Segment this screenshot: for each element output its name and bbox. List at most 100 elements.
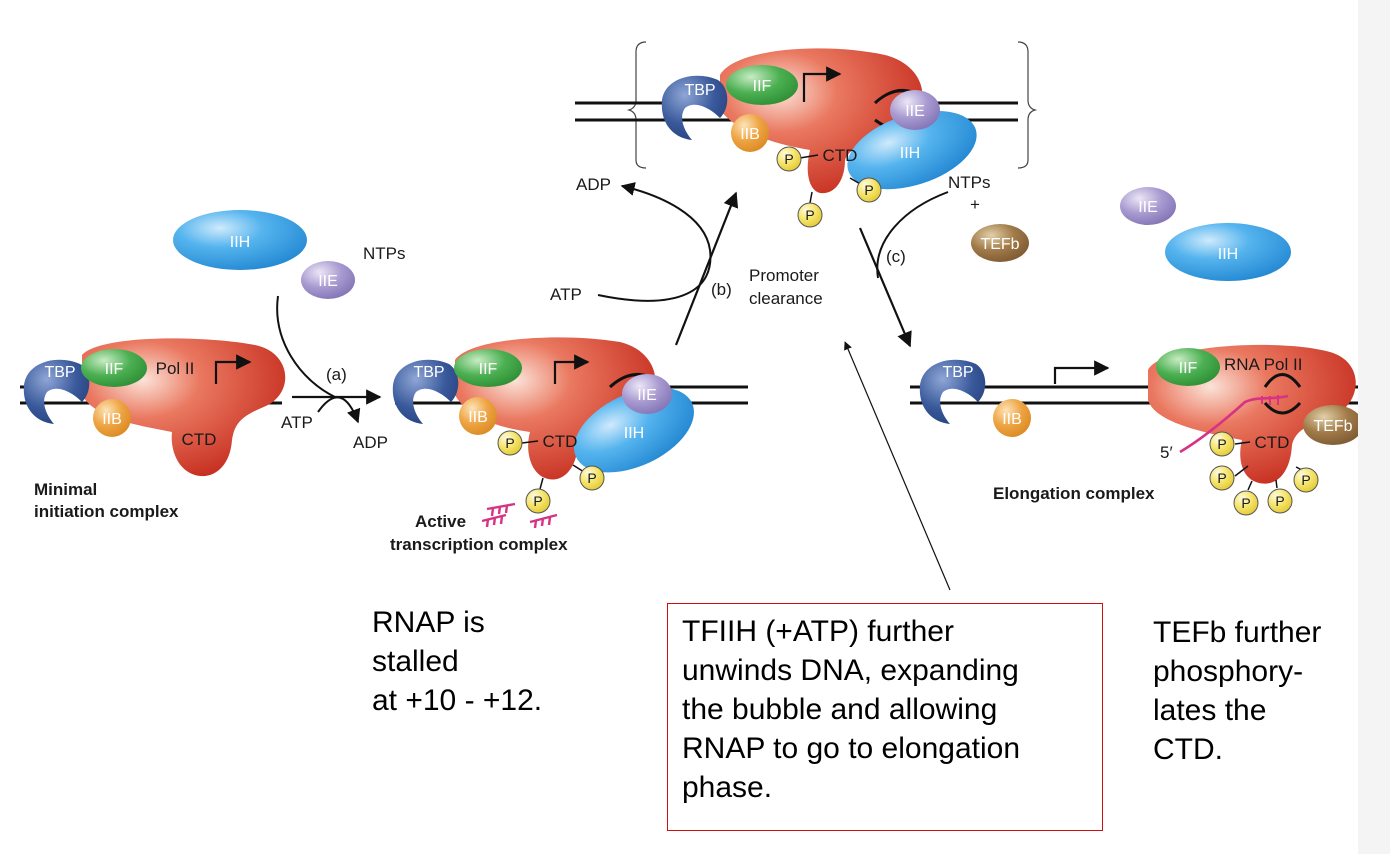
promoter-clearance-label: clearance [749, 289, 823, 308]
note-line: stalled [372, 645, 459, 678]
plus-label: + [970, 195, 980, 214]
phosphate-link [1275, 479, 1278, 489]
elongation-complex: TBP IIB IIF RNA Pol II 5′ TEFb CTD P P P… [910, 344, 1363, 516]
tfiie-protein [301, 261, 355, 299]
step-b-arrow [674, 191, 739, 346]
step-b-label: (b) [711, 280, 732, 299]
tefb-label: TEFb [1313, 418, 1352, 435]
bracket-right [1017, 41, 1038, 169]
tbp-protein [919, 359, 986, 424]
phosphate-link [809, 191, 813, 204]
tfiih-label: IIH [230, 234, 250, 251]
tfiif-protein [1156, 348, 1220, 386]
phosphate-link [539, 477, 544, 490]
tbp-label: TBP [413, 364, 444, 381]
tfiif-protein [454, 349, 522, 387]
bracket-left [626, 41, 647, 169]
elongation-complex-title: Elongation complex [993, 484, 1155, 503]
tfiih-label: IIH [624, 425, 644, 442]
phosphate-label: P [784, 151, 793, 167]
tbp-label: TBP [684, 82, 715, 99]
tefb-note: TEFb further phosphory- lates the CTD. [1153, 613, 1321, 769]
phosphate-group [497, 430, 523, 456]
phosphate-label: P [864, 182, 873, 198]
tfiif-label: IIF [479, 361, 498, 378]
phosphate-group [1209, 465, 1235, 491]
tfiib-label: IIB [468, 409, 488, 426]
ctd-label: CTD [823, 146, 858, 165]
nascent-rna [1179, 394, 1289, 454]
phosphate-group [856, 177, 882, 203]
pol2-label: Pol II [156, 359, 195, 378]
phosphate-group [797, 202, 823, 228]
minimal-complex-title: initiation complex [34, 502, 179, 521]
five-prime-label: 5′ [1160, 443, 1173, 462]
atp-adp-curve [597, 182, 712, 302]
tbp-protein [23, 359, 90, 424]
adp-label: ADP [576, 175, 611, 194]
tfiie-label: IIE [637, 387, 657, 404]
tfiif-protein [81, 349, 147, 387]
tfiif-protein [726, 65, 798, 105]
tfiib-label: IIB [102, 411, 122, 428]
ntps-label: NTPs [363, 244, 406, 263]
tfiie-label: IIE [905, 103, 925, 120]
dna-bubble [1263, 401, 1302, 415]
tfiie-protein [1120, 187, 1176, 225]
tefb-label: TEFb [980, 236, 1019, 253]
tfiie-protein [622, 374, 672, 414]
phosphate-group [1209, 431, 1235, 457]
ntps-label: NTPs [948, 173, 991, 192]
stalled-note: RNAP is stalled at +10 - +12. [372, 603, 542, 720]
tbp-protein [661, 75, 728, 140]
active-complex-title: transcription complex [390, 535, 568, 554]
note-line: CTD. [1153, 733, 1223, 766]
tbp-label: TBP [44, 364, 75, 381]
tfiif-label: IIF [753, 78, 772, 95]
ctd-label: CTD [1255, 433, 1290, 452]
transcription-start-arrow [553, 354, 590, 384]
ctd-label: CTD [543, 432, 578, 451]
note-line: phosphory- [1153, 655, 1304, 688]
phosphate-label: P [533, 493, 542, 509]
window-edge-strip [1358, 0, 1390, 854]
phosphate-group [1233, 490, 1259, 516]
note-line: RNAP is [372, 606, 485, 639]
phosphate-label: P [1275, 493, 1284, 509]
tfiif-label: IIF [105, 361, 124, 378]
tfiib-label: IIB [1002, 411, 1022, 428]
ntp-curve [876, 191, 949, 279]
phosphate-group [525, 488, 551, 514]
phosphate-group [579, 465, 605, 491]
transition-complex: TBP IIF IIH IIE IIB CTD P P P [575, 41, 1038, 228]
tfiih-note-box: TFIIH (+ATP) further unwinds DNA, expand… [667, 603, 1103, 831]
note-pointer-arrow [844, 341, 951, 591]
tbp-label: TBP [942, 364, 973, 381]
atp-label: ATP [281, 413, 313, 432]
note-line: RNAP to go to elongation [682, 732, 1021, 765]
tfiih-label: IIH [900, 145, 920, 162]
tfiie-protein [890, 90, 940, 130]
rna-pol2-label: RNA Pol II [1224, 355, 1302, 374]
tfiie-label: IIE [318, 273, 338, 290]
transcription-start-arrow [1053, 360, 1110, 384]
tfiif-label: IIF [1179, 360, 1198, 377]
phosphate-link [521, 440, 539, 444]
step-c-label: (c) [886, 247, 906, 266]
tefb-protein [971, 224, 1029, 262]
tfiih-label: IIH [1218, 246, 1238, 263]
active-transcription-complex: TBP IIF IIH IIE IIB CTD P P P Active tra… [390, 337, 748, 554]
promoter-clearance-label: Promoter [749, 266, 819, 285]
active-complex-title: Active [415, 512, 466, 531]
nascent-rna-icon [481, 502, 558, 529]
note-line: TFIIH (+ATP) further [682, 615, 954, 648]
note-line: at +10 - +12. [372, 684, 543, 717]
phosphate-link [1247, 480, 1253, 491]
ctd-label: CTD [182, 430, 217, 449]
phosphate-link [1234, 441, 1251, 445]
phosphate-label: P [805, 207, 814, 223]
dna-bubble [1263, 373, 1302, 388]
phosphate-label: P [1301, 472, 1310, 488]
phosphate-label: P [1217, 436, 1226, 452]
